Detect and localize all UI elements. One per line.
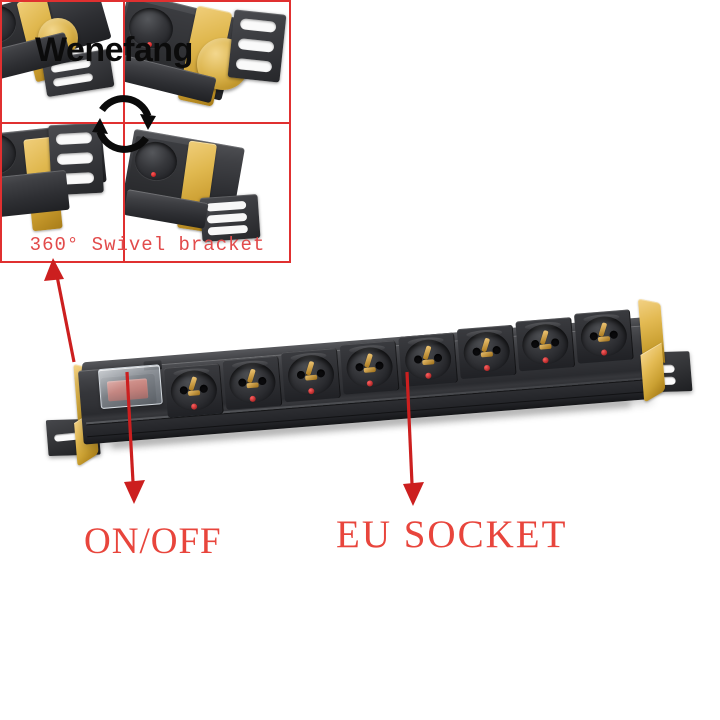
eu-socket-1[interactable] [163, 363, 224, 418]
swivel-bracket-right [628, 298, 682, 403]
inset-photo-bottom-right [125, 124, 289, 261]
eu-socket-label: EU SOCKET [336, 513, 568, 556]
eu-socket-7[interactable] [515, 317, 576, 372]
eu-socket-4[interactable] [339, 340, 400, 395]
indicator-led [147, 42, 152, 47]
pdu-power-strip [38, 298, 693, 467]
swivel-bracket-caption: 360° Swivel bracket [29, 234, 266, 256]
inset-photo-bottom-left [2, 124, 123, 261]
mount-slot [239, 18, 277, 33]
rotation-arrow-icon [86, 86, 162, 162]
indicator-led [151, 172, 156, 177]
onoff-label: ON/OFF [84, 521, 222, 562]
eu-socket-8[interactable] [573, 309, 634, 364]
mount-slot [235, 57, 273, 73]
mount-slot [206, 212, 248, 224]
inset-photo-top-left [2, 2, 123, 122]
eu-socket-6[interactable] [456, 324, 517, 380]
eu-socket-3[interactable] [281, 347, 341, 403]
mount-slot [237, 38, 275, 53]
swivel-bracket-inset-panel: 360° Swivel bracket [0, 0, 291, 263]
inset-grid-divider-vertical [123, 2, 125, 261]
switch-transparent-cover[interactable] [97, 364, 163, 410]
eu-socket-2[interactable] [222, 355, 283, 411]
mount-slot [205, 200, 247, 212]
slotted-mount-plate [227, 9, 287, 83]
eu-socket-5[interactable] [398, 332, 459, 387]
inset-photo-top-right [125, 2, 289, 122]
brand-watermark: Wenefang [35, 31, 193, 69]
mount-slot [52, 72, 94, 87]
